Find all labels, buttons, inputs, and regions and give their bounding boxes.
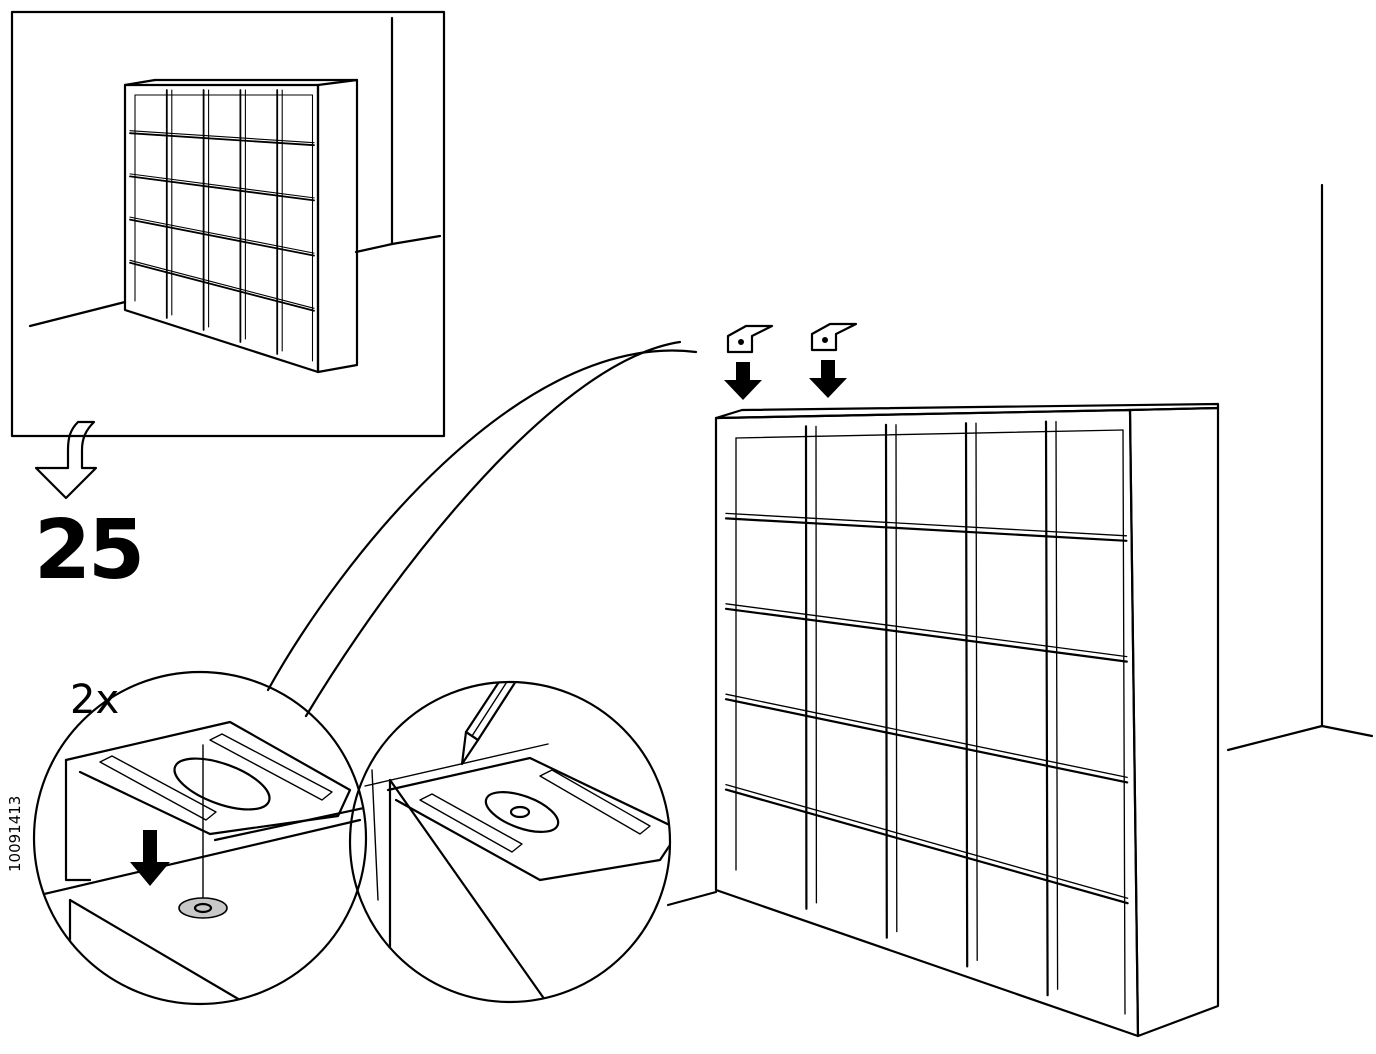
down-arrow-icon: [809, 360, 847, 398]
step-arrow-icon: [34, 420, 98, 500]
room-lines: [666, 183, 1374, 907]
overview-inset: [10, 10, 446, 438]
down-arrow-icon: [130, 830, 170, 886]
inset-room-lines: [28, 16, 442, 328]
top-brackets: [724, 322, 858, 400]
bracket-icon-left: [724, 324, 774, 400]
inset-shelf: [123, 78, 359, 374]
bracket-icon-right: [809, 322, 858, 398]
quantity-label: 2x: [70, 677, 120, 723]
callout-lines: [266, 340, 698, 718]
step-number: 25: [34, 503, 145, 598]
bracket-leg: [64, 758, 92, 882]
detail-circle-bracket: [32, 670, 368, 1006]
article-number: 10091413: [6, 795, 24, 872]
detail-circle-marking: [348, 680, 672, 1004]
pencil-icon: [460, 683, 578, 766]
bracket-plate: [64, 720, 352, 836]
inset-frame: [10, 10, 446, 438]
down-arrow-icon: [724, 362, 762, 400]
shelf-unit: [714, 402, 1220, 1038]
